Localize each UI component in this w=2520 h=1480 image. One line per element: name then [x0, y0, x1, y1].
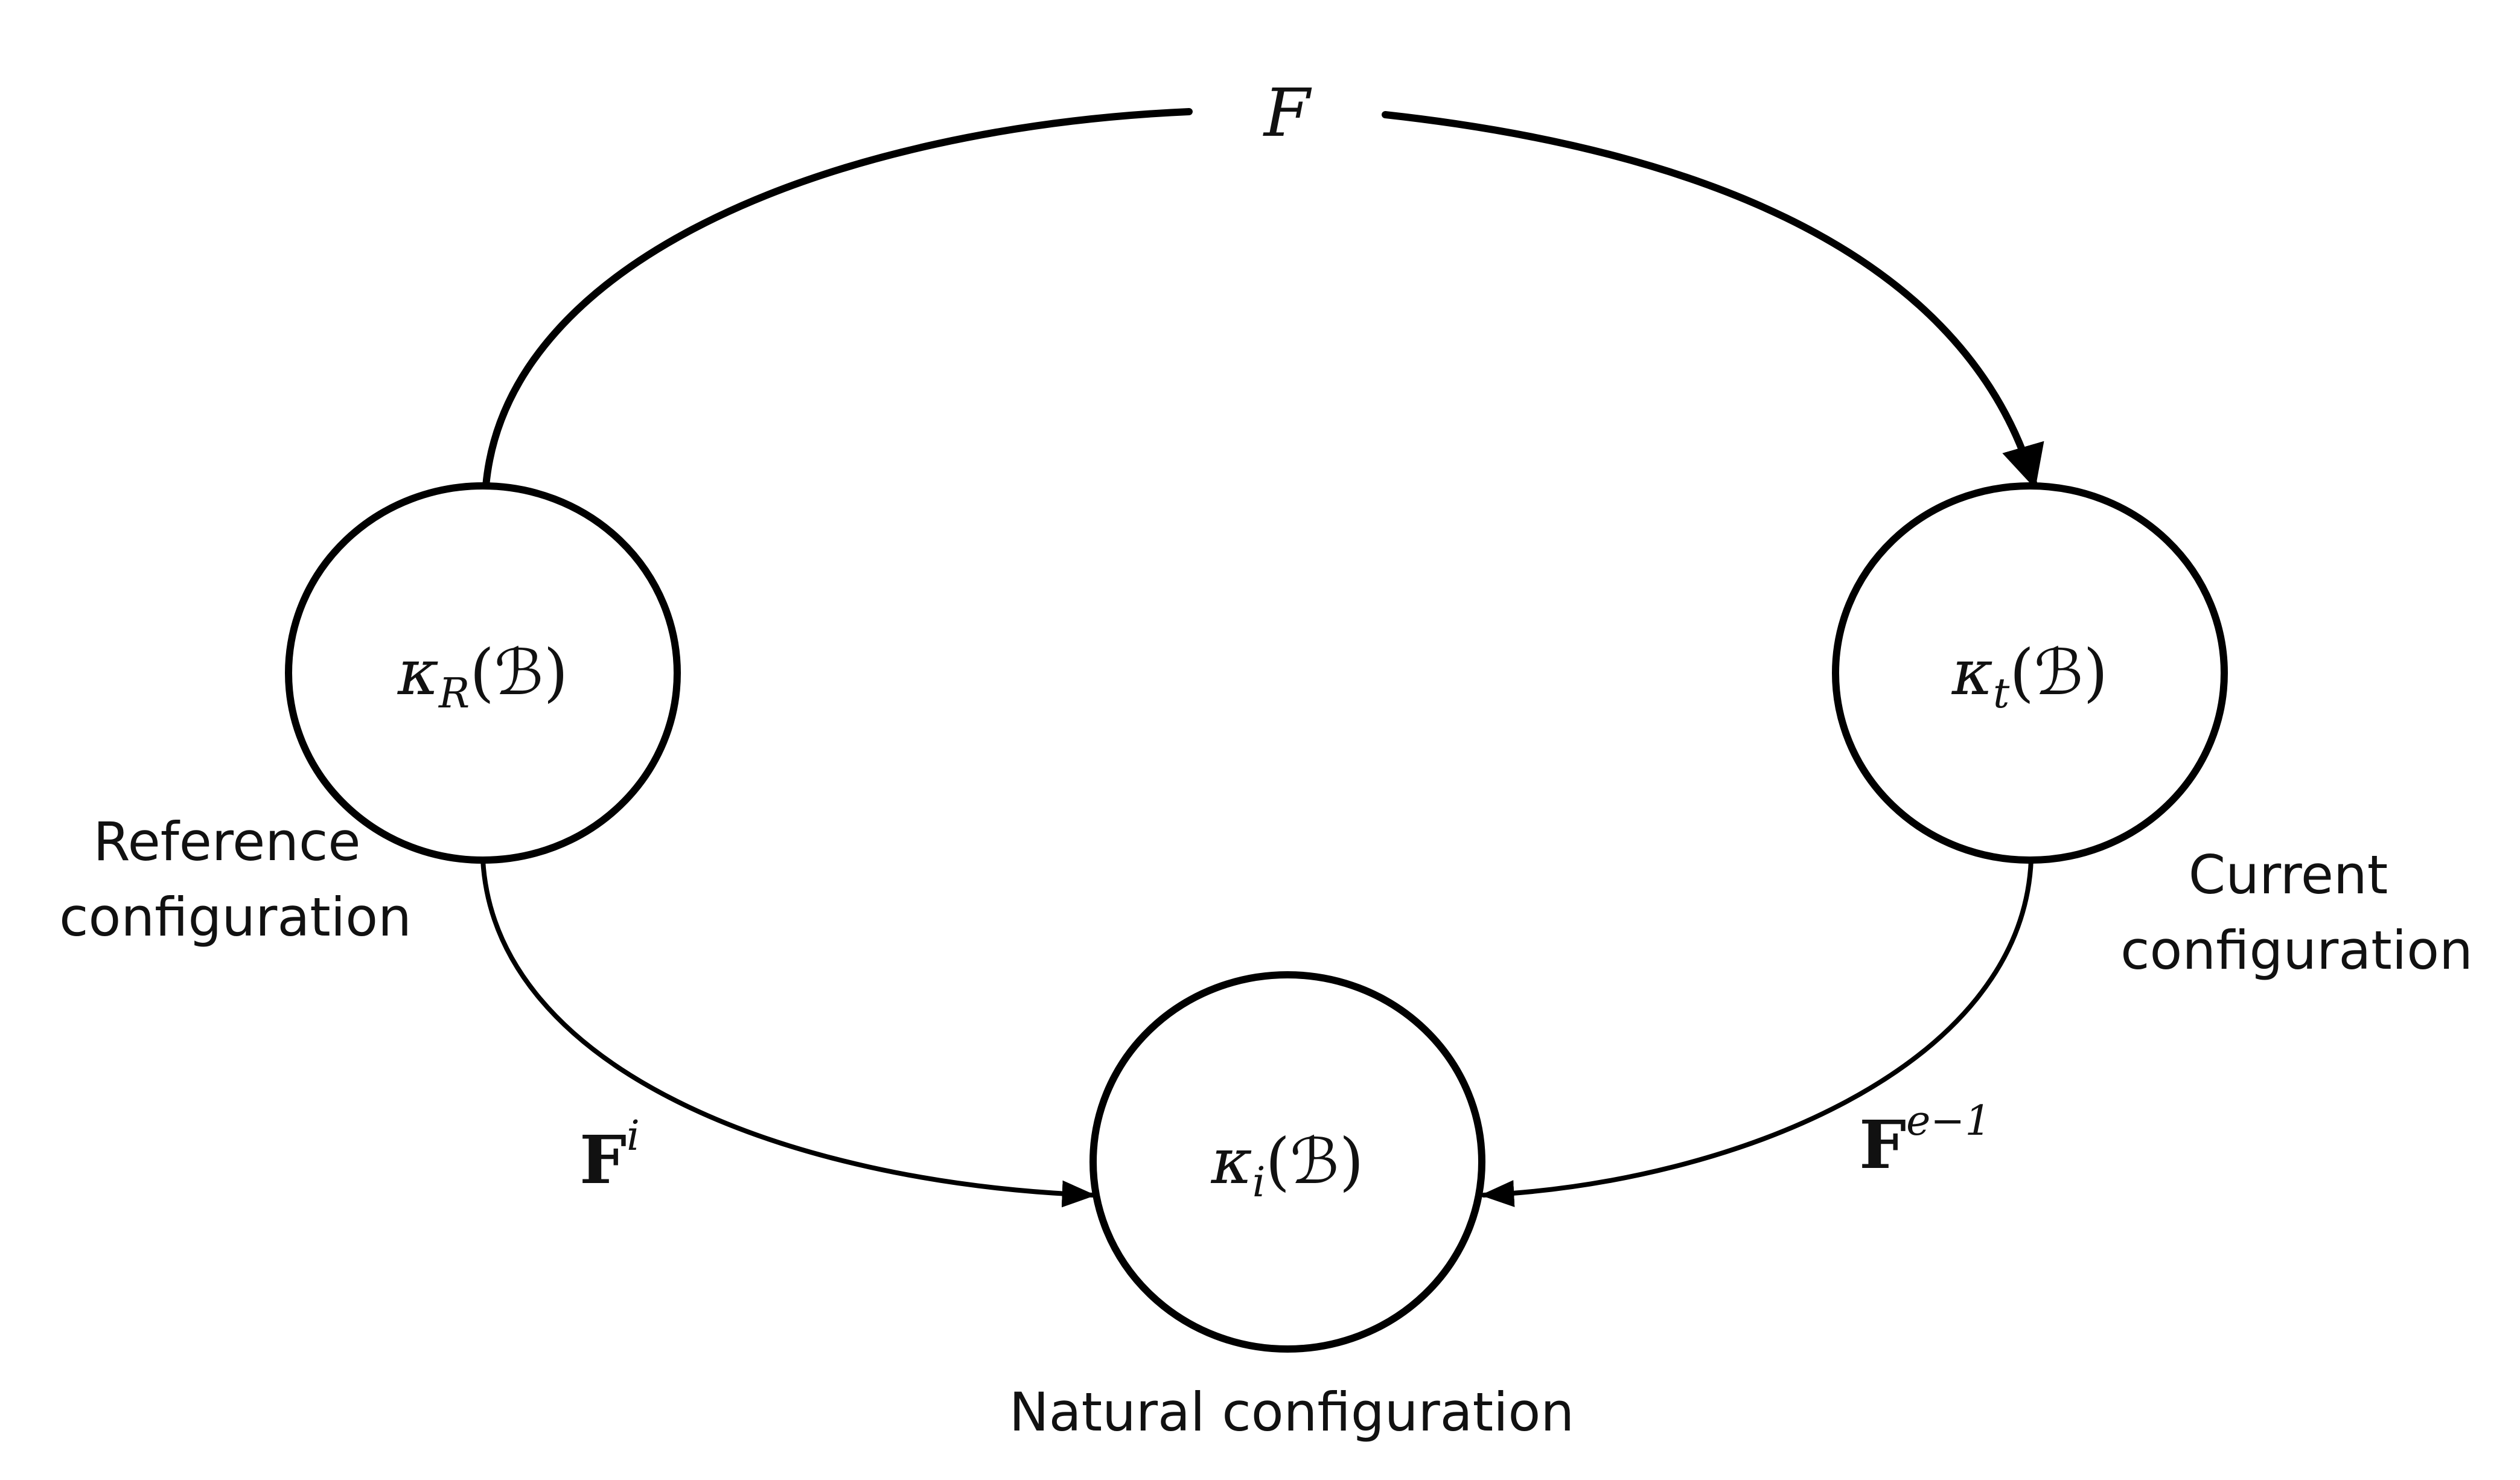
- edge-elastic-inverse-arc: [1480, 858, 2034, 1207]
- current-configuration-node: [1832, 482, 2228, 864]
- natural-caption: Natural configuration: [1009, 1381, 1574, 1443]
- reference-configuration-node: [285, 482, 681, 864]
- edge-inelastic-arc: [480, 858, 1096, 1208]
- natural-configuration-node: [1089, 971, 1485, 1353]
- natural-node-symbol: κi(ℬ): [1211, 1124, 1364, 1207]
- current-node-symbol: κt(ℬ): [1951, 636, 2108, 718]
- edge-inelastic-label: Fi: [579, 1112, 640, 1199]
- edge-elastic-inverse-label: Fe−1: [1859, 1097, 1991, 1184]
- edge-total-right-arc: [1382, 111, 2044, 489]
- reference-node-symbol: κR(ℬ): [397, 636, 568, 718]
- current-caption: Current configuration: [2120, 844, 2473, 981]
- reference-caption: Reference configuration: [59, 811, 412, 948]
- edge-total-left-arc: [482, 108, 1193, 490]
- edge-total-label: F: [1263, 74, 1312, 152]
